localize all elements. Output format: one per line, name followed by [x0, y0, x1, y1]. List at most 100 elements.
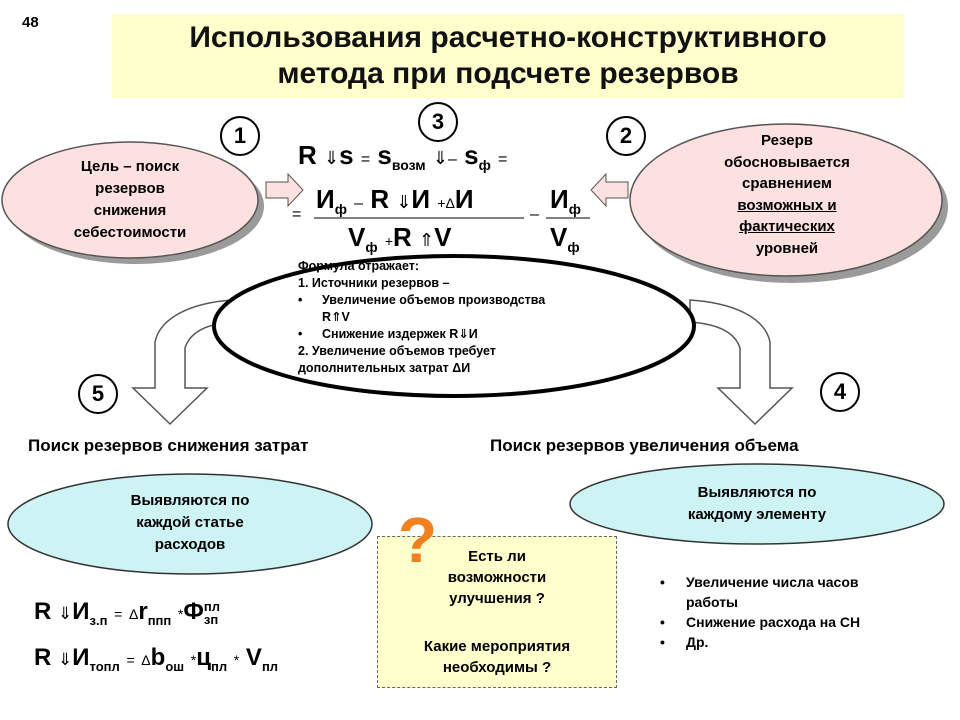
center-bullet-text: Снижение издержек R⇓И	[322, 327, 478, 341]
left-goal-ellipse	[1, 141, 259, 259]
right-reserve-line: фактических	[739, 218, 835, 235]
arrow-down-icon: ⇓	[58, 650, 73, 669]
arrow-down-icon: ⇓	[432, 148, 448, 168]
right-reserve-line: сравнением	[742, 175, 832, 192]
center-formula-ellipse	[212, 254, 696, 398]
formula-symbol: –	[447, 151, 457, 168]
formula-top: R ⇓s = sвозм ⇓– sф =	[298, 140, 507, 173]
title-line-1: Использования расчетно-конструктивного	[189, 21, 827, 54]
center-line: Формула отражает:	[298, 259, 420, 273]
left-cost-line: каждой статье	[136, 514, 244, 531]
right-volume-ellipse	[569, 463, 945, 545]
page-title: Использования расчетно-конструктивного м…	[189, 20, 826, 92]
question-line: Какие мероприятия	[423, 638, 571, 655]
bullet-text: Др.	[686, 634, 709, 650]
formula-symbol: ц	[196, 644, 211, 671]
right-reserve-line: Резерв	[761, 132, 813, 149]
left-goal-line: себестоимости	[73, 224, 187, 241]
center-line: 2. Увеличение объемов требует	[298, 344, 496, 358]
badge-3: 3	[418, 102, 458, 142]
formula-symbol: И	[72, 644, 90, 671]
curved-arrow-right	[689, 299, 794, 426]
heading-cost-reserves: Поиск резервов снижения затрат	[28, 436, 309, 455]
center-bullet: • Снижение издержек R⇓И	[298, 326, 628, 343]
right-volume-line: Выявляются по	[697, 484, 817, 501]
formula-subscript: пл	[211, 658, 228, 674]
question-line: улучшения ?	[449, 590, 545, 607]
left-goal-line: Цель – поиск	[80, 158, 180, 175]
formula-symbol: И	[454, 184, 474, 214]
arrow-right-to-formula	[590, 172, 629, 208]
left-goal-line: снижения	[93, 202, 167, 219]
question-line: необходимы ?	[442, 659, 552, 676]
formula-subscript: ф	[567, 239, 580, 256]
formula-symbol: И	[550, 184, 569, 214]
formula-superscript: пл	[203, 598, 220, 614]
formula-symbol: *	[190, 652, 197, 668]
left-goal-text: Цель – поиск резервов снижения себестоим…	[20, 156, 240, 244]
arrow-left-to-formula	[265, 172, 304, 208]
formula-symbol: +	[437, 195, 446, 211]
formula-symbol: s	[464, 140, 479, 170]
bullet-item: Др.	[660, 632, 860, 652]
badge-5: 5	[78, 374, 118, 414]
delta-icon: Δ	[445, 195, 455, 211]
formula-symbol: s	[339, 140, 354, 170]
question-box-text-1: Есть ли возможности улучшения ?	[392, 546, 602, 609]
formula-symbol: s	[377, 140, 392, 170]
right-volume-line: каждому элементу	[687, 506, 827, 523]
formula-symbol: =	[498, 151, 508, 168]
center-bullet-text: R⇑V	[322, 310, 350, 324]
arrow-down-icon: ⇓	[396, 192, 412, 212]
formula-right-denominator: Vф	[550, 222, 580, 255]
formula-fuel: R ⇓Итопл = Δbош *цпл * Vпл	[34, 644, 278, 674]
formula-subscript: топл	[89, 658, 120, 674]
bullet-text: Снижение расхода на СН	[686, 614, 861, 630]
formula-subscript: ф	[478, 157, 491, 174]
center-bullet: • Увеличение объемов производства R⇑V	[298, 292, 628, 326]
formula-right-numerator: Иф	[550, 184, 581, 217]
question-box-text-2: Какие мероприятия необходимы ?	[382, 636, 612, 678]
delta-icon: Δ	[128, 606, 139, 622]
right-reserve-line: возможных и	[737, 196, 837, 214]
right-volume-text: Выявляются по каждому элементу	[600, 482, 914, 526]
formula-symbol: –	[530, 206, 539, 223]
bullet-text: работы	[686, 594, 739, 610]
question-line: возможности	[447, 569, 547, 586]
formula-subscript: возм	[391, 157, 426, 174]
badge-2: 2	[606, 116, 646, 156]
formula-symbol: –	[354, 195, 364, 212]
left-cost-line: Выявляются по	[130, 492, 250, 509]
formula-symbol: V	[550, 222, 568, 252]
formula-symbol: R	[393, 222, 412, 252]
left-cost-ellipse	[7, 473, 373, 575]
formula-symbol: V	[245, 644, 262, 671]
formula-subscript: ф	[365, 239, 378, 256]
formula-numerator: Иф – R ⇓И +ΔИ	[316, 184, 474, 217]
center-line: дополнительных затрат ΔИ	[298, 361, 471, 375]
right-reserve-line: уровней	[755, 239, 819, 257]
formula-symbol: b	[150, 644, 166, 671]
curved-arrow-left	[131, 299, 233, 426]
center-line: 1. Источники резервов –	[298, 276, 450, 290]
question-line: Есть ли	[468, 548, 526, 565]
formula-symbol: =	[126, 652, 135, 668]
formula-symbol: r	[138, 598, 148, 625]
formula-symbol: R	[298, 140, 317, 170]
formula-symbol: R	[34, 644, 52, 671]
formula-subscript: з.п	[89, 612, 108, 628]
formula-symbol: И	[72, 598, 90, 625]
formula-subscript: пл	[261, 658, 279, 674]
formula-symbol: +	[384, 233, 394, 249]
formula-symbol: *	[177, 606, 184, 622]
formula-symbol: *	[233, 652, 240, 668]
formula-subscript: ф	[568, 201, 581, 218]
badge-4: 4	[820, 372, 860, 412]
badge-1: 1	[220, 116, 260, 156]
formula-symbol: V	[348, 222, 366, 252]
bullet-dot: •	[298, 327, 303, 341]
